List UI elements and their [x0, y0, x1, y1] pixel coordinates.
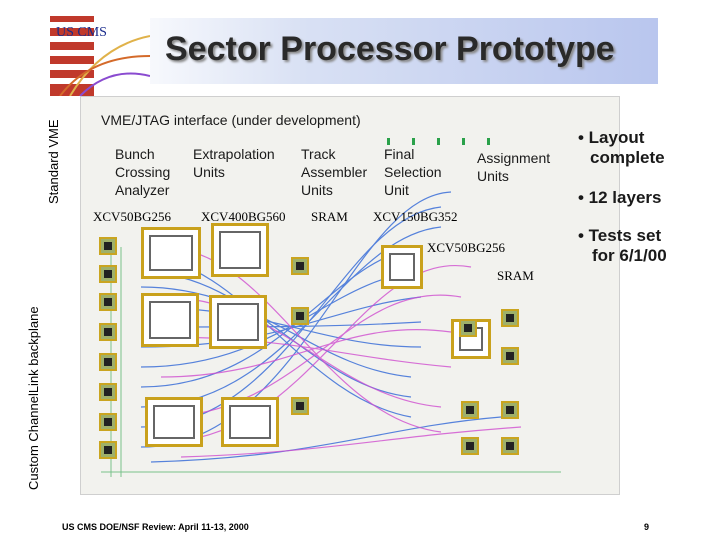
sram-chip-right [501, 347, 519, 365]
sram-chip [291, 307, 309, 325]
bunch-crossing-chip [99, 441, 117, 459]
final-selection-unit-label: Final Selection Unit [384, 146, 442, 198]
xcv400-chip-2 [211, 223, 269, 277]
vme-jtag-label: VME/JTAG interface (under development) [101, 112, 361, 128]
bunch-crossing-chip [99, 383, 117, 401]
pcb-layout-board: VME/JTAG interface (under development) B… [80, 96, 620, 495]
sram-chip-right [501, 309, 519, 327]
us-cms-logo: US CMS [50, 16, 150, 96]
footer-text: US CMS DOE/NSF Review: April 11-13, 2000 [62, 522, 249, 532]
bunch-crossing-chip [99, 265, 117, 283]
top-component-row [387, 133, 497, 145]
assignment-chip [501, 401, 519, 419]
bunch-crossing-chip [99, 413, 117, 431]
xcv400-chip-4 [209, 295, 267, 349]
page-title: Sector Processor Prototype [165, 30, 615, 68]
bunch-crossing-chip [99, 237, 117, 255]
track-assembler-units-label: Track Assembler Units [301, 146, 368, 198]
bullet-layout: • Layout complete [578, 128, 665, 167]
xcv50bg256-right-label: XCV50BG256 [427, 240, 506, 255]
xcv400-chip-6 [221, 397, 279, 447]
assignment-units-label: Assignment Units [477, 150, 551, 184]
sram-chip [291, 397, 309, 415]
xcv400bg560-label: XCV400BG560 [201, 209, 286, 224]
xcv50bg256-label: XCV50BG256 [93, 209, 172, 224]
bullet-tests: • Tests set for 6/1/00 [578, 226, 667, 265]
assignment-chip [461, 437, 479, 455]
bunch-crossing-analyzer-label: Bunch Crossing Analyzer [115, 146, 171, 198]
bullet-layers: • 12 layers [578, 188, 662, 207]
standard-vme-label: Standard VME [46, 119, 61, 204]
assignment-chip [461, 401, 479, 419]
sram-chip [291, 257, 309, 275]
xcv400-chip-1 [141, 227, 201, 279]
sram-right-label: SRAM [497, 268, 534, 283]
bunch-crossing-chip [99, 293, 117, 311]
svg-text:US CMS: US CMS [56, 25, 107, 40]
channellink-backplane-label: Custom ChannelLink backplane [26, 306, 41, 490]
xcv150bg352-label: XCV150BG352 [373, 209, 458, 224]
title-band [110, 18, 658, 84]
sram-label: SRAM [311, 209, 348, 224]
sram-chip-right [459, 319, 477, 337]
assignment-chip [501, 437, 519, 455]
xcv150-chip [381, 245, 423, 289]
bunch-crossing-chip [99, 323, 117, 341]
page-number: 9 [644, 522, 650, 532]
xcv400-chip-3 [141, 293, 199, 347]
bunch-crossing-chip [99, 353, 117, 371]
extrapolation-units-label: Extrapolation Units [193, 146, 275, 180]
xcv400-chip-5 [145, 397, 203, 447]
